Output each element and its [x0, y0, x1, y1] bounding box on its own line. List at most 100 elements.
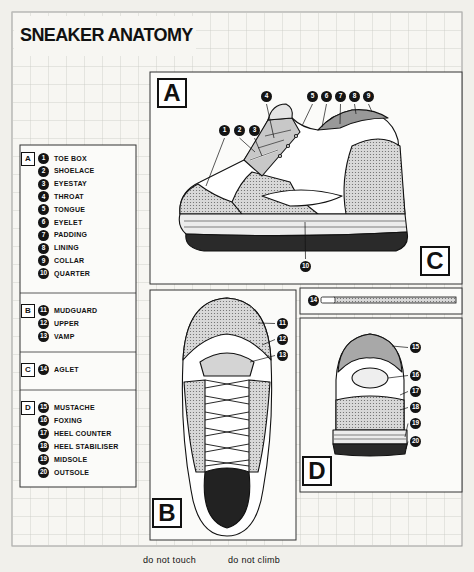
callout-number-text: 12 — [279, 336, 286, 343]
side-view-shoe — [179, 214, 407, 236]
section-letter: D — [308, 459, 325, 483]
section-letter: B — [158, 501, 175, 525]
top-view-shoe — [183, 298, 271, 360]
part-name: AGLET — [54, 364, 79, 376]
section-letter: B — [25, 307, 31, 315]
callout-number-text: 15 — [40, 404, 47, 411]
rear-view-shoe — [333, 444, 407, 456]
rear-view-shoe — [333, 430, 407, 444]
leader-lines — [206, 104, 408, 449]
top-view-shoe — [182, 298, 271, 536]
section-letter-box: C — [420, 246, 450, 276]
top-view-shoe — [205, 444, 249, 452]
callout-number-text: 18 — [412, 404, 419, 411]
callout-number: 1 — [219, 125, 230, 136]
aglet-drawing — [334, 297, 456, 303]
callout-number: 20 — [410, 436, 421, 447]
leader-lines — [262, 340, 275, 346]
callout-number-text: 5 — [311, 93, 315, 100]
note: do not touch — [143, 554, 196, 567]
side-view-shoe — [262, 190, 342, 206]
rear-view-shoe — [338, 334, 402, 372]
callout-number-text: 9 — [42, 258, 46, 265]
part-name: TOE BOX — [54, 153, 87, 165]
callout-number-text: 8 — [353, 93, 357, 100]
leader-lines — [240, 138, 256, 152]
side-view-shoe — [265, 130, 291, 136]
callout-number-text: 3 — [253, 127, 257, 134]
rear-view-shoe — [336, 396, 404, 430]
callout-number-text: 4 — [265, 93, 269, 100]
section-letter-box: B — [152, 498, 182, 528]
callout-number: 4 — [261, 91, 272, 102]
callout-number: 18 — [38, 441, 49, 452]
panels — [300, 318, 462, 492]
callout-number: 11 — [38, 305, 49, 316]
top-view-shoe — [205, 428, 249, 436]
callout-number: 3 — [249, 125, 260, 136]
callout-number: 7 — [335, 91, 346, 102]
part-name: COLLAR — [54, 255, 84, 267]
top-view-shoe — [204, 468, 250, 528]
callout-number: 18 — [410, 402, 421, 413]
callout-number-text: 4 — [42, 194, 46, 201]
grid-background — [12, 12, 462, 546]
leader-lines — [267, 104, 275, 138]
callout-number-text: 6 — [325, 93, 329, 100]
callout-number-text: 16 — [412, 372, 419, 379]
callout-number: 20 — [38, 467, 49, 478]
section-letter: C — [426, 249, 443, 273]
part-name: EYESTAY — [54, 178, 87, 190]
top-view-shoe — [205, 428, 249, 436]
leader-lines — [340, 104, 342, 124]
leader-lines — [258, 323, 275, 325]
callout-number-text: 16 — [40, 417, 47, 424]
callout-number: 15 — [38, 402, 49, 413]
aglet-drawing — [321, 297, 335, 303]
callout-number: 6 — [321, 91, 332, 102]
leader-lines — [305, 222, 307, 259]
callout-number: 5 — [307, 91, 318, 102]
side-view-shoe — [287, 145, 290, 148]
part-name: LINING — [54, 242, 79, 254]
top-view-shoe — [184, 380, 205, 472]
callout-number-text: 11 — [279, 320, 286, 327]
side-view-shoe — [244, 118, 300, 176]
callout-number-text: 1 — [223, 127, 227, 134]
leader-lines — [392, 346, 408, 348]
leader-lines — [369, 104, 373, 112]
callout-number-text: 18 — [40, 443, 47, 450]
grid-background — [12, 12, 462, 546]
side-view-shoe — [184, 221, 405, 222]
callout-number: 19 — [38, 454, 49, 465]
callout-number: 17 — [410, 386, 421, 397]
part-name: TONGUE — [54, 204, 85, 216]
callout-number: 12 — [277, 334, 288, 345]
callout-number-text: 7 — [42, 232, 46, 239]
callout-number-text: 3 — [42, 181, 46, 188]
callout-number: 1 — [38, 153, 49, 164]
callout-number: 16 — [38, 415, 49, 426]
top-view-shoe — [249, 380, 270, 472]
aglet-drawing — [321, 297, 456, 303]
callout-number: 12 — [38, 318, 49, 329]
panels — [20, 72, 462, 540]
callout-number-text: 7 — [339, 93, 343, 100]
list-dividers — [20, 293, 136, 390]
callout-number-text: 14 — [310, 297, 317, 304]
callout-number-text: 19 — [412, 420, 419, 427]
leader-lines — [400, 392, 408, 396]
legend-letter-box: C — [21, 363, 35, 377]
top-view-shoe — [205, 460, 249, 466]
section-letter: D — [25, 404, 31, 412]
callout-number: 10 — [300, 261, 311, 272]
leader-lines — [206, 138, 225, 186]
top-view-shoe — [205, 380, 249, 388]
part-name: MUDGUARD — [54, 305, 97, 317]
rear-view-shoe — [336, 334, 404, 430]
part-name: HEEL COUNTER — [54, 428, 112, 440]
callout-number-text: 9 — [367, 93, 371, 100]
side-view-shoe — [318, 110, 388, 130]
grid-background — [14, 16, 196, 56]
